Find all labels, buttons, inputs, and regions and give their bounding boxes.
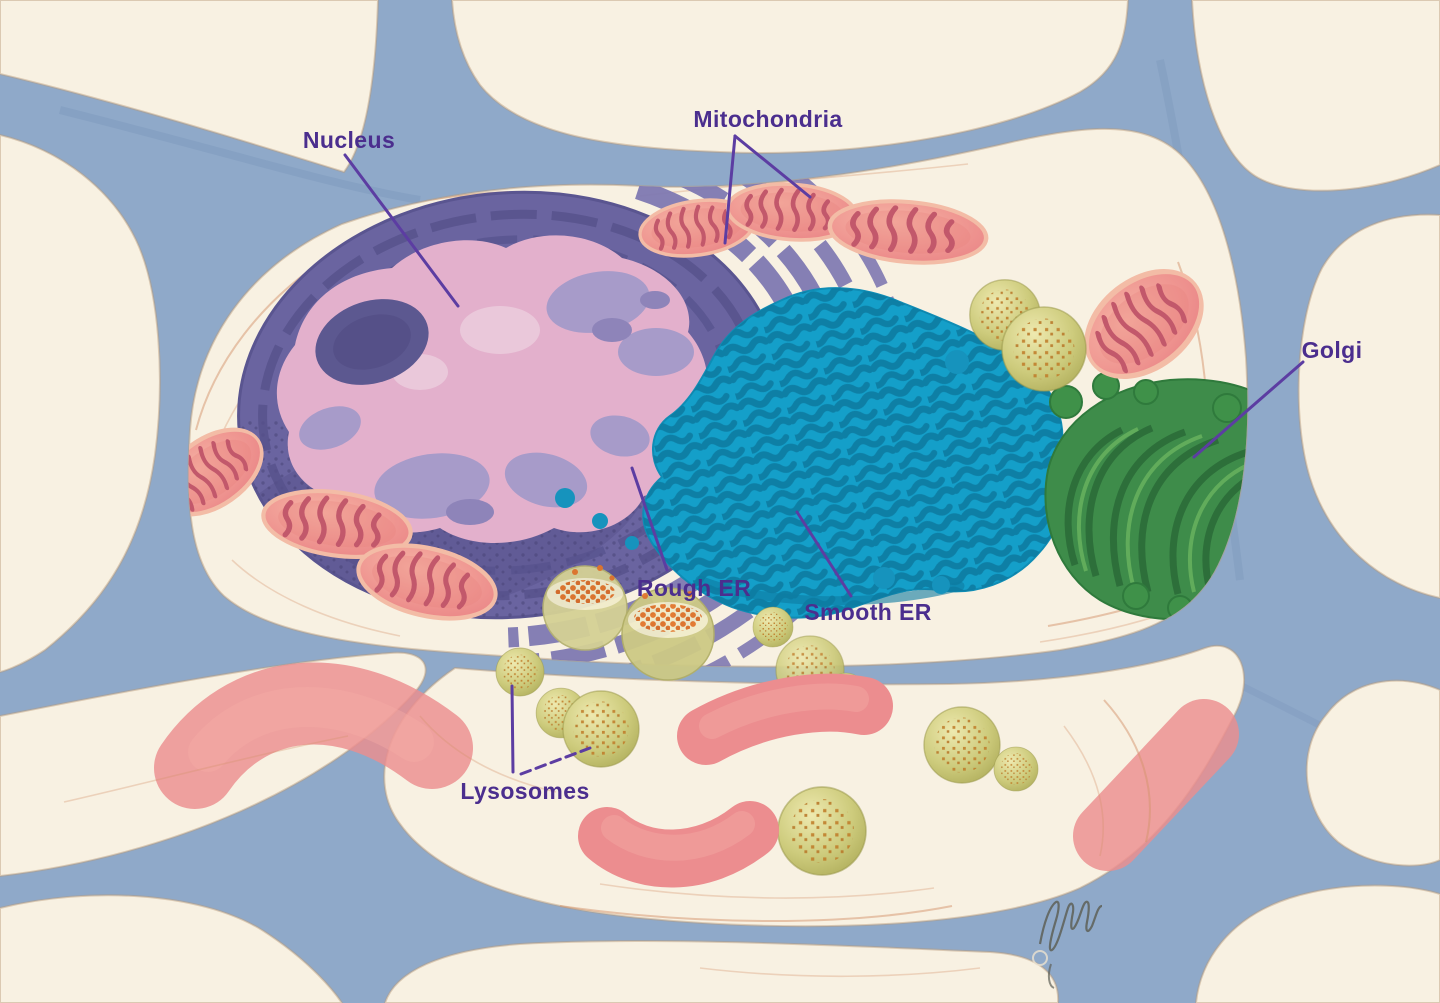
golgi-leader-line: [1192, 360, 1305, 459]
artist-signature: [1032, 900, 1103, 989]
neighbor-cell-bottom-left-corner: [0, 894, 344, 1003]
capsule-bottom-right: [1073, 699, 1239, 871]
label-mitochondria: Mitochondria: [693, 106, 842, 132]
lysosome: [777, 786, 867, 876]
lysosome: [752, 606, 794, 648]
label-golgi: Golgi: [1302, 337, 1363, 363]
neighbor-cell-bottom-middle: [383, 940, 1060, 1003]
capsule-low: [578, 801, 779, 888]
capsule-mid: [677, 673, 893, 765]
lysosomes-leader-line: [510, 684, 515, 774]
neighbor-cell-top-middle: [450, 0, 1130, 154]
smooth-er: [555, 287, 1067, 619]
lysosome: [993, 746, 1039, 792]
lower-cell-hatching: [63, 699, 1151, 978]
lysosome: [562, 690, 640, 768]
secretory-vesicle-open: [621, 587, 715, 681]
label-smooth-er: Smooth ER: [804, 599, 932, 625]
channel-shading: [59, 106, 421, 204]
lysosome: [923, 706, 1001, 784]
neighbor-cell-bottom-right-corner: [1194, 884, 1440, 1003]
nucleolus-core: [333, 314, 411, 370]
label-lysosomes: Lysosomes: [460, 778, 589, 804]
lysosomes-leader-line: [519, 746, 592, 776]
smooth-er-leader-line: [795, 510, 853, 598]
lysosome: [1001, 306, 1087, 392]
nucleus-leader-line: [343, 153, 460, 308]
lysosome: [495, 647, 545, 697]
mitochondria-leader-line: [733, 134, 812, 199]
chromatin: [299, 271, 694, 525]
neighbor-cell-top-left: [0, 0, 380, 174]
mitochondria-leader-line: [723, 134, 737, 245]
pink-capsules: [154, 662, 1239, 888]
secretory-vesicle-cup: [542, 565, 628, 651]
neighbor-cell-bottom-right: [1305, 679, 1440, 867]
golgi-apparatus: [1044, 372, 1248, 637]
annotations: Nucleus Mitochondria Golgi Rough ER Smoo…: [303, 106, 1363, 804]
golgi-vesicles: [1049, 372, 1248, 637]
label-nucleus: Nucleus: [303, 127, 395, 153]
er-vesicles: [555, 350, 969, 594]
neighbor-cell-top-right: [1190, 0, 1440, 192]
capsule-bottom-left: [154, 662, 473, 809]
neighbor-cell-left: [0, 133, 161, 674]
label-rough-er: Rough ER: [637, 575, 751, 601]
rough-er-leader-line: [630, 466, 669, 572]
neighbor-cell-right: [1297, 213, 1440, 600]
